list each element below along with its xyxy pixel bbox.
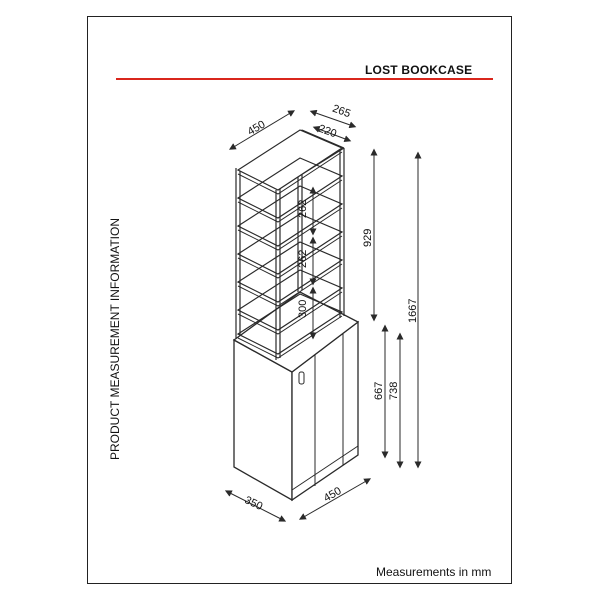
shelf-edge	[237, 207, 343, 251]
dim-top-depth-outer: 265	[331, 103, 352, 121]
shelf	[236, 185, 344, 247]
shelf-edge	[237, 151, 343, 195]
shelf	[236, 269, 344, 331]
shelf-edge	[237, 291, 343, 335]
dim-base-depth: 350	[243, 494, 265, 513]
dim-shelf-gap-1: 262	[297, 200, 309, 218]
dim-top-width: 450	[246, 118, 268, 138]
shelf-edge	[237, 315, 343, 359]
product-title: LOST BOOKCASE	[365, 63, 473, 77]
shelf	[236, 293, 344, 355]
shelf-edge	[237, 235, 343, 279]
dim-top-depth-inner: 220	[317, 123, 338, 141]
shelf	[236, 157, 344, 219]
dim-cabinet-height-inner: 667	[373, 382, 385, 400]
dim-cabinet-height: 738	[388, 382, 400, 400]
dim-upper-height: 929	[362, 229, 374, 247]
shelf-edge	[237, 179, 343, 223]
shelf	[236, 213, 344, 275]
shelf	[236, 241, 344, 303]
dim-shelf-gap-2: 262	[297, 250, 309, 268]
shelf	[236, 129, 344, 191]
measurement-unit-note: Measurements in mm	[376, 565, 492, 579]
dimension-lines	[224, 109, 422, 522]
dim-total-height: 1667	[407, 299, 419, 323]
shelf-edge	[237, 263, 343, 307]
door-handle-icon	[298, 371, 305, 385]
dim-shelf-gap-3: 300	[297, 300, 309, 318]
lower-cabinet	[232, 291, 360, 502]
title-underline	[116, 78, 493, 80]
dim-base-width: 450	[322, 485, 344, 505]
